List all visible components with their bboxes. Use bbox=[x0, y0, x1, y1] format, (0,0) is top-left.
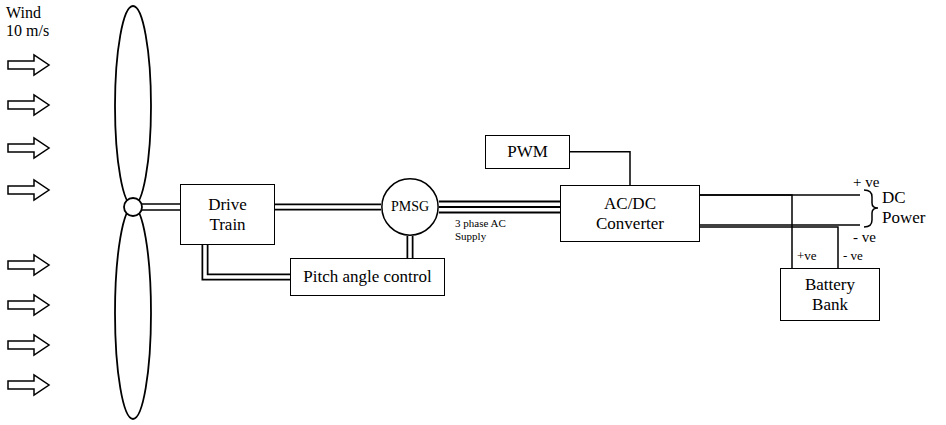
connector-stroke bbox=[205, 245, 290, 277]
wire-label: 3 phase AC Supply bbox=[455, 217, 513, 242]
node-label: AC/DC Converter bbox=[569, 194, 691, 233]
wind-arrow bbox=[8, 255, 49, 275]
connector bbox=[275, 207, 381, 208]
node-label: Battery Bank bbox=[787, 275, 873, 314]
connector-stroke bbox=[439, 201, 560, 214]
wind-arrow bbox=[8, 375, 49, 395]
bracket bbox=[864, 190, 878, 227]
wind-label: Wind 10 m/s bbox=[6, 4, 58, 41]
output-label: DC Power bbox=[882, 188, 940, 227]
battery-box: Battery Bank bbox=[780, 268, 880, 321]
connector-stroke bbox=[439, 203, 560, 212]
connector bbox=[410, 236, 411, 258]
generator-circle: PMSG bbox=[381, 178, 439, 236]
node-label: PMSG bbox=[391, 199, 429, 215]
connector-stroke bbox=[205, 245, 290, 277]
connector-stroke bbox=[275, 204, 381, 211]
converter-box: AC/DC Converter bbox=[560, 185, 700, 242]
wind-arrow bbox=[8, 95, 49, 115]
terminal-label: - ve bbox=[843, 249, 875, 264]
pwm-box: PWM bbox=[485, 135, 570, 169]
shaft-line bbox=[142, 203, 181, 205]
wind-arrow bbox=[8, 295, 49, 315]
dc-negative-wire bbox=[700, 224, 860, 226]
connector bbox=[700, 195, 792, 268]
connector-stroke bbox=[570, 152, 630, 185]
node-label: Drive Train bbox=[191, 195, 264, 234]
connector bbox=[205, 245, 290, 277]
connector-stroke bbox=[275, 205, 381, 209]
connector bbox=[700, 227, 838, 268]
blade bbox=[115, 6, 151, 206]
connector-stroke bbox=[439, 206, 560, 208]
blade bbox=[115, 207, 151, 419]
wind-arrows bbox=[8, 55, 49, 395]
connector-stroke bbox=[408, 236, 412, 258]
connector bbox=[570, 152, 630, 185]
connector-stroke bbox=[700, 227, 838, 268]
shaft-line bbox=[142, 209, 181, 211]
connector-stroke bbox=[700, 195, 792, 268]
terminal-label: - ve bbox=[853, 229, 893, 246]
circle-outline bbox=[382, 179, 438, 235]
control-box: Pitch angle control bbox=[290, 258, 445, 296]
connector bbox=[439, 207, 560, 208]
wind-arrow bbox=[8, 335, 49, 355]
process-box: Drive Train bbox=[180, 184, 275, 245]
wind-arrow bbox=[8, 180, 49, 200]
connector-stroke bbox=[407, 236, 414, 258]
hub bbox=[124, 198, 142, 216]
wind-arrow bbox=[8, 138, 49, 158]
node-label: PWM bbox=[507, 142, 548, 162]
terminal-label: +ve bbox=[797, 249, 827, 264]
node-label: Pitch angle control bbox=[303, 267, 431, 287]
wind-arrow bbox=[8, 55, 49, 75]
